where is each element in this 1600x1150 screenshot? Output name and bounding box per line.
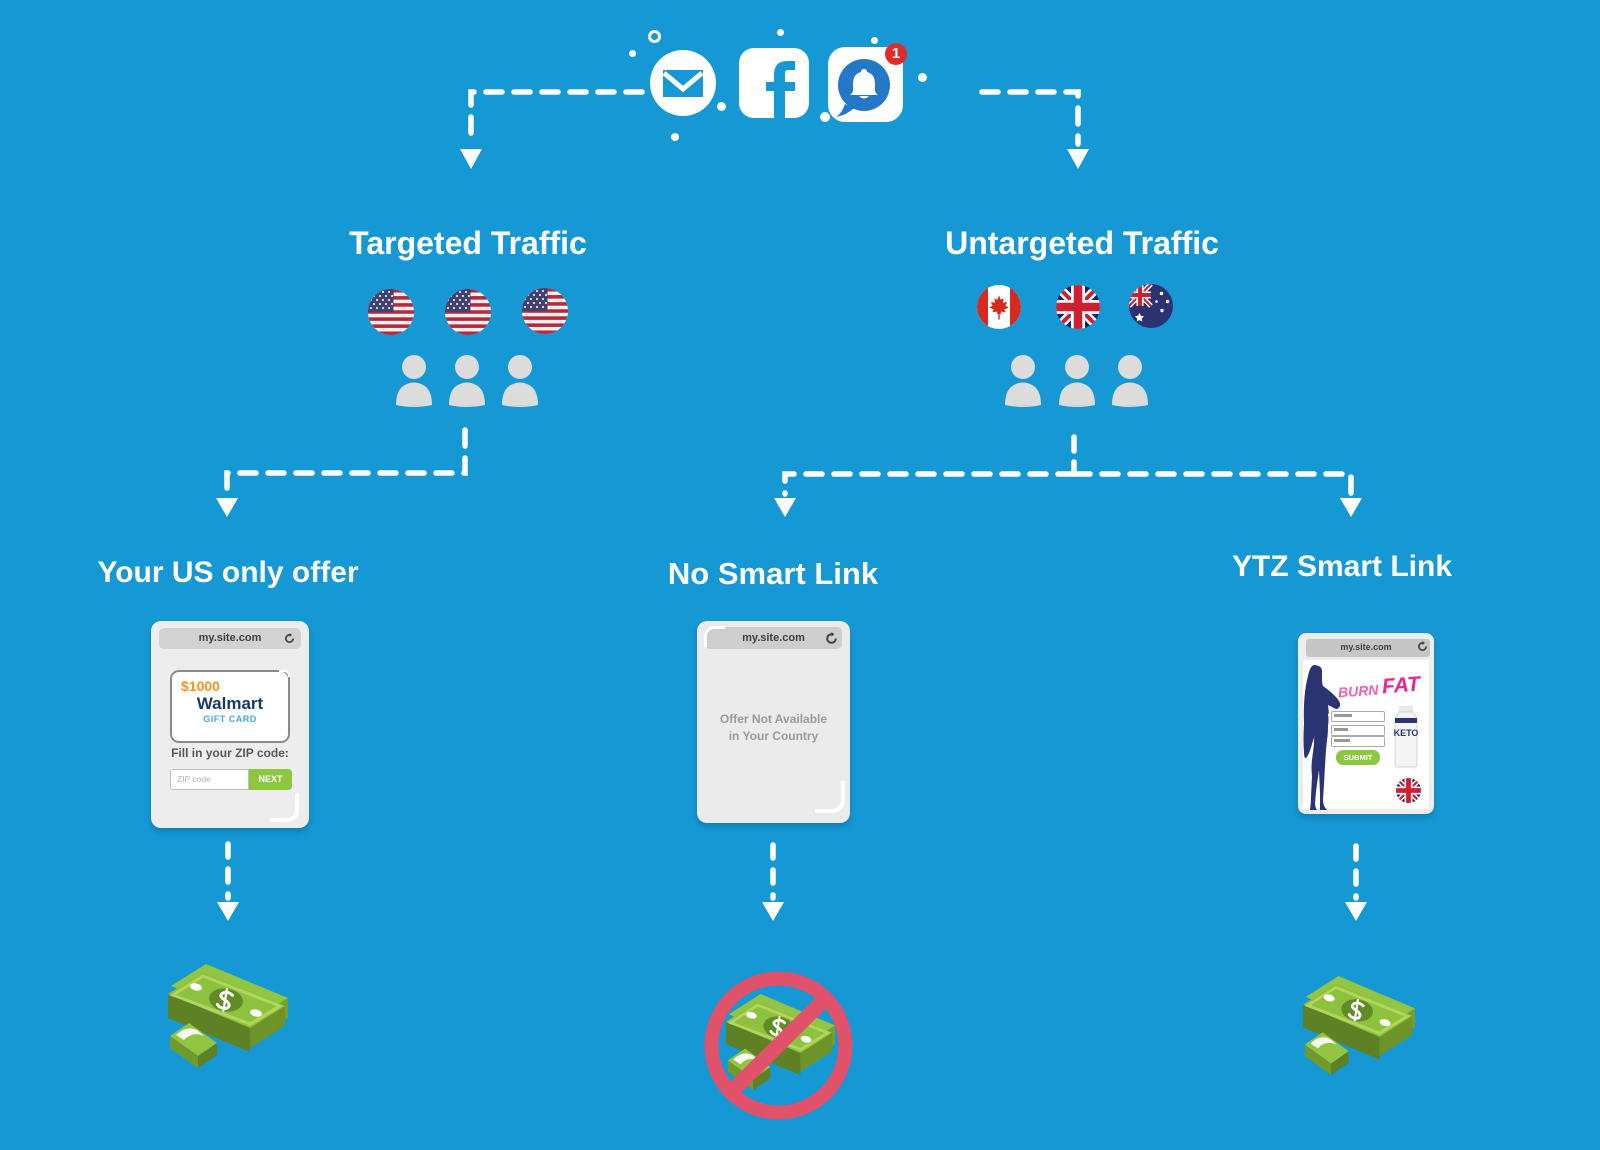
svg-text:KETO: KETO [1394, 728, 1419, 738]
